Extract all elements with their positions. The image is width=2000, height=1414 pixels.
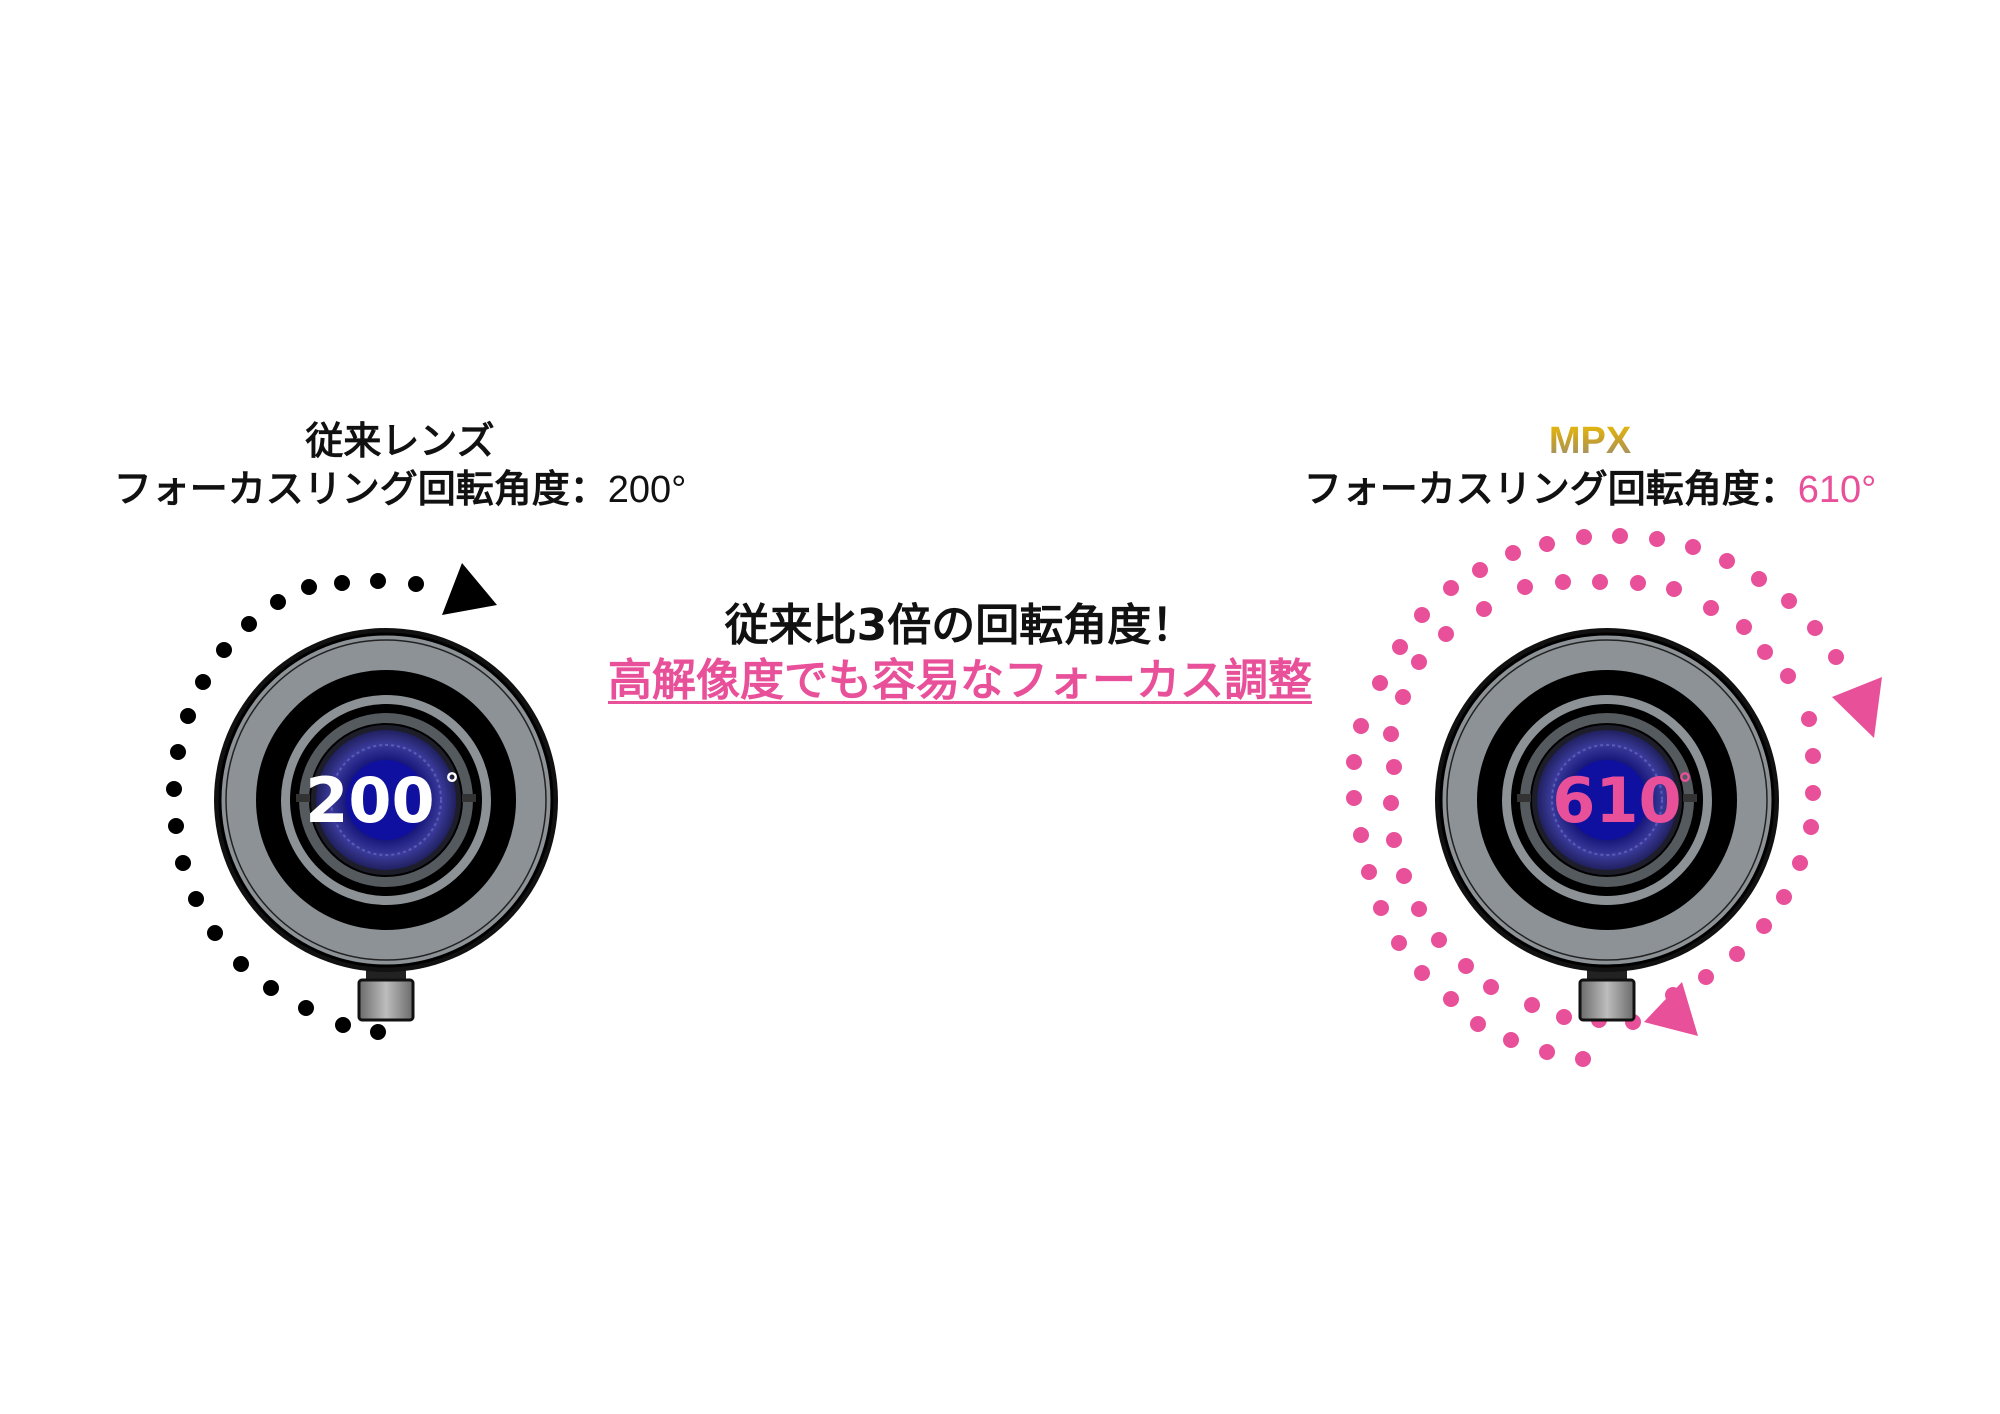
rotation-arc-dots bbox=[166, 573, 424, 1040]
rotation-arrow-icon bbox=[442, 563, 497, 615]
mpx-lens-illustration: 610 ° bbox=[1346, 528, 1882, 1067]
rotation-value: 610° bbox=[1797, 468, 1877, 511]
lens-angle-label: 610 bbox=[1552, 764, 1681, 837]
conventional-rotation-angle: フォーカスリング回転角度：200° bbox=[60, 466, 740, 515]
conventional-lens-caption: 従来レンズ フォーカスリング回転角度：200° bbox=[60, 418, 740, 514]
rotation-arrow-icon bbox=[1832, 677, 1882, 738]
rotation-label: フォーカスリング回転角度： bbox=[1303, 466, 1798, 511]
conventional-lens-title: 従来レンズ bbox=[305, 419, 495, 463]
mpx-title: MPX bbox=[1250, 418, 1930, 466]
conventional-lens-illustration: 200 ° bbox=[166, 563, 560, 1040]
headline: 従来比3倍の回転角度！ bbox=[724, 600, 1196, 651]
spiral-outer-dots bbox=[1346, 528, 1844, 1067]
spiral-inner-dots bbox=[1383, 574, 1821, 1030]
rotation-label: フォーカスリング回転角度： bbox=[113, 466, 608, 511]
rotation-arrow-icon bbox=[1644, 982, 1698, 1036]
lens-angle-degree: ° bbox=[1678, 768, 1693, 803]
mpx-rotation-angle: フォーカスリング回転角度：610° bbox=[1250, 466, 1930, 515]
comparison-message: 従来比3倍の回転角度！ 高解像度でも容易なフォーカス調整 bbox=[560, 600, 1360, 708]
subheadline: 高解像度でも容易なフォーカス調整 bbox=[608, 654, 1312, 706]
rotation-value: 200° bbox=[607, 468, 687, 511]
lens-angle-degree: ° bbox=[445, 768, 460, 803]
lens-angle-label: 200 bbox=[305, 764, 434, 837]
mpx-lens-caption: MPX フォーカスリング回転角度：610° bbox=[1250, 418, 1930, 514]
